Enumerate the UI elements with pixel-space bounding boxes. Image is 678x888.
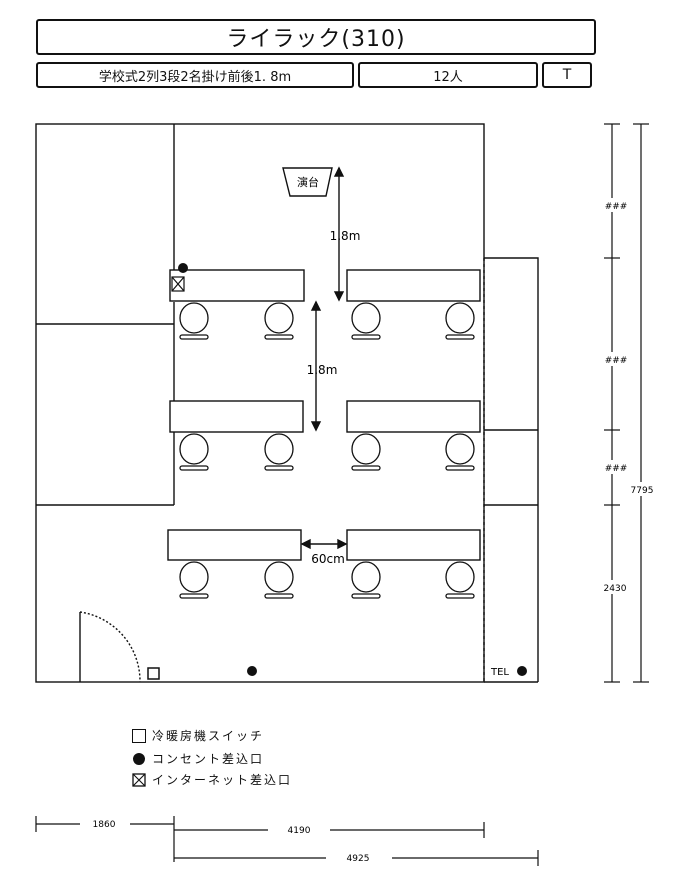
layout-code: T	[542, 62, 592, 88]
legend-outlet-label: コンセント差込口	[152, 752, 265, 766]
outlet-icon	[133, 752, 145, 765]
network-jack-icon	[171, 276, 185, 292]
dim-right-1: ###	[605, 202, 628, 212]
outlet-icon	[178, 263, 188, 273]
chair	[351, 561, 381, 599]
desk	[169, 269, 305, 302]
chair	[351, 302, 381, 340]
outlet-icon	[247, 666, 257, 676]
desk	[346, 400, 481, 433]
legend-switch-label: 冷暖房機スイッチ	[152, 729, 265, 743]
legend-outlet: コンセント差込口	[132, 750, 264, 767]
legend-network-label: インターネット差込口	[152, 773, 293, 787]
podium-label: 演台	[297, 175, 319, 189]
outlet-icon	[517, 666, 527, 676]
dim-front-label: 1.8m	[330, 229, 361, 243]
capacity: 12人	[358, 62, 538, 88]
ac-switch-icon	[132, 728, 146, 743]
dim-aisle-label: 60cm	[311, 552, 345, 566]
desk	[346, 269, 481, 302]
chair	[264, 433, 294, 471]
podium	[282, 167, 333, 197]
dim-right-3: ###	[605, 464, 628, 474]
ac-switch-icon	[147, 667, 160, 680]
dim-bottom-total: 4925	[347, 854, 370, 864]
chair	[264, 561, 294, 599]
desk	[346, 529, 481, 561]
chair	[179, 433, 209, 471]
chair	[351, 433, 381, 471]
desk	[169, 400, 304, 433]
legend-switch: 冷暖房機スイッチ	[132, 727, 264, 744]
dim-right-4: 2430	[604, 584, 627, 594]
dim-bottom-1: 1860	[93, 820, 116, 830]
network-jack-icon	[132, 772, 146, 787]
dim-rows-label: 1.8m	[307, 363, 338, 377]
chair	[445, 561, 475, 599]
layout-format: 学校式2列3段2名掛け前後1. 8m	[36, 62, 354, 88]
chair	[445, 302, 475, 340]
chair	[264, 302, 294, 340]
room-title: ライラック(310)	[36, 19, 596, 55]
dim-right-2: ###	[605, 356, 628, 366]
desk	[167, 529, 302, 561]
chair	[179, 302, 209, 340]
legend-network: インターネット差込口	[132, 771, 292, 788]
chair	[445, 433, 475, 471]
dim-bottom-2: 4190	[288, 826, 311, 836]
tel-label: TEL	[490, 667, 509, 678]
chair	[179, 561, 209, 599]
dim-right-total: 7795	[631, 486, 654, 496]
